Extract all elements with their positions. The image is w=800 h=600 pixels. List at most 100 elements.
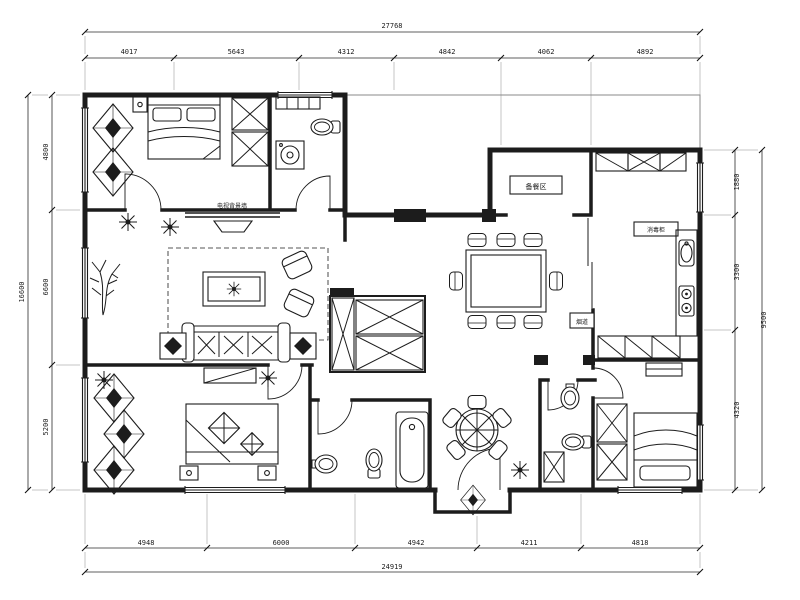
plant-icon: [118, 212, 138, 232]
dim-top-3: 4842: [439, 48, 456, 56]
toilet: [365, 448, 383, 479]
plant-icon: [258, 368, 278, 388]
upper-floor-outline: [345, 94, 701, 150]
chair: [467, 315, 487, 329]
chair: [467, 233, 487, 247]
windows: [81, 91, 704, 494]
sink: [560, 383, 580, 410]
round-table: [455, 408, 499, 452]
nightstand: [257, 465, 277, 481]
counter: [675, 229, 698, 337]
cabinet: [355, 299, 424, 335]
dining-table: [465, 249, 547, 313]
dim-left-2: 5200: [42, 419, 50, 436]
dim-right-1: 3300: [733, 264, 741, 281]
flue-label: 烟道: [576, 318, 588, 326]
wardrobe: [231, 97, 269, 167]
window: [696, 162, 704, 213]
sliding-door-kitchen: [587, 218, 593, 308]
plant-icon: [510, 460, 530, 480]
prep-area-label-box: 备餐区: [509, 175, 563, 195]
chair: [442, 408, 462, 428]
dim-top-total: 27768: [381, 22, 402, 30]
tv-wall-label: 电视背景墙: [217, 202, 247, 210]
door-bedroom2: [592, 367, 624, 399]
sterilizer-box: 消毒柜: [633, 221, 679, 237]
bed: [633, 412, 698, 488]
dim-top-4: 4062: [538, 48, 555, 56]
window: [81, 107, 89, 193]
room-bedroom2: [596, 362, 698, 488]
entry-hall: [442, 394, 530, 516]
dim-right-2: 4320: [733, 402, 741, 419]
tv: [212, 220, 254, 233]
coffee-table: [202, 271, 266, 307]
dim-top-2: 4312: [338, 48, 355, 56]
bathtub: [395, 411, 429, 489]
upper-cabinets: [595, 152, 687, 172]
interior-walls: [83, 93, 702, 492]
bench: [203, 367, 257, 384]
window: [81, 247, 89, 319]
window: [184, 486, 286, 494]
dim-right-0: 1880: [733, 174, 741, 191]
column: [330, 288, 354, 297]
cabinet: [355, 335, 424, 371]
door-bath2: [317, 399, 353, 435]
dim-left-total: 16600: [18, 281, 26, 302]
side-table: [159, 332, 187, 360]
door-bath1: [295, 175, 331, 211]
chair: [446, 440, 466, 460]
armchair: [283, 288, 315, 318]
dim-top-1: 5643: [228, 48, 245, 56]
column: [394, 209, 426, 222]
column: [534, 355, 548, 365]
prep-area-label: 备餐区: [526, 182, 547, 191]
room-bedroom1: [92, 96, 269, 197]
toilet: [310, 118, 341, 136]
flue-box: 烟道: [569, 312, 595, 329]
dim-left-1: 6600: [42, 279, 50, 296]
base-cabinets: [597, 335, 681, 359]
wardrobe: [596, 403, 628, 481]
chair: [449, 271, 463, 291]
side-table: [289, 332, 317, 360]
door-bedroom-master: [267, 364, 303, 400]
kitchen-sink: [678, 239, 695, 267]
plant-icon: [226, 281, 242, 297]
cabinet: [331, 297, 355, 371]
chair: [488, 440, 508, 460]
window: [277, 91, 333, 99]
sink: [311, 454, 338, 474]
door-bedroom1: [124, 173, 162, 211]
dim-top-0: 4017: [121, 48, 138, 56]
nightstand: [179, 465, 199, 481]
plant-icon: [94, 370, 114, 390]
room-bath2: [311, 411, 429, 489]
chair: [496, 315, 516, 329]
dim-bottom-0: 4948: [138, 539, 155, 547]
dimension-annotations: 27768 4017 5643 4312 4842 4062 4892 1660…: [18, 22, 768, 576]
dim-left-0: 4800: [42, 144, 50, 161]
structural-columns: [330, 209, 595, 365]
chair: [523, 315, 543, 329]
bed: [185, 403, 279, 465]
room-kitchen: 备餐区 消毒柜: [509, 152, 698, 359]
dim-right-total: 9500: [760, 312, 768, 329]
chair: [467, 394, 487, 410]
nightstand: [132, 96, 148, 113]
column: [583, 355, 595, 365]
dim-bottom-2: 4942: [408, 539, 425, 547]
dim-top-5: 4892: [637, 48, 654, 56]
tv-feature-wall: [185, 212, 280, 218]
column: [482, 209, 496, 222]
dim-bottom-total: 24919: [381, 563, 402, 571]
storage-closet: [329, 295, 426, 373]
chair: [549, 271, 563, 291]
sterilizer-label: 消毒柜: [647, 226, 665, 234]
bed: [147, 96, 221, 160]
window: [81, 377, 89, 463]
room-bath1: [275, 96, 341, 170]
room-dining: [449, 233, 563, 329]
